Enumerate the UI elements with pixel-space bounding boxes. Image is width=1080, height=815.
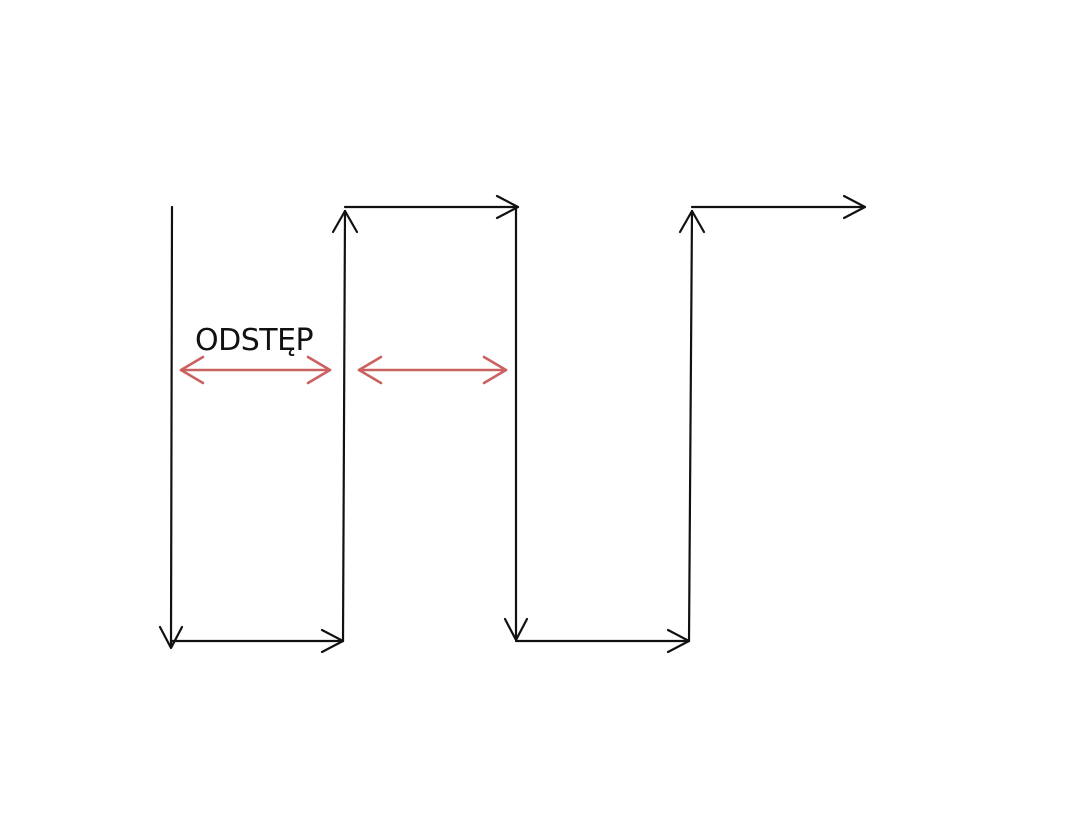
arrowhead-right-2: [495, 194, 520, 220]
spacing-indicators: [179, 355, 508, 385]
path-segment-down-1: [169, 205, 174, 647]
spacing-arrow-2: [357, 355, 508, 385]
arrowhead-right-4: [842, 194, 867, 220]
arrowhead-up-1: [331, 209, 359, 234]
spacing-label: ODSTĘP: [195, 323, 314, 358]
path-segment-up-1: [341, 209, 347, 643]
path-segment-up-2: [687, 209, 694, 643]
spacing-arrow-1: [179, 355, 332, 385]
serpentine-path: [158, 194, 867, 654]
arrowhead-up-2: [678, 209, 706, 234]
arrowhead-down-1: [158, 625, 184, 650]
